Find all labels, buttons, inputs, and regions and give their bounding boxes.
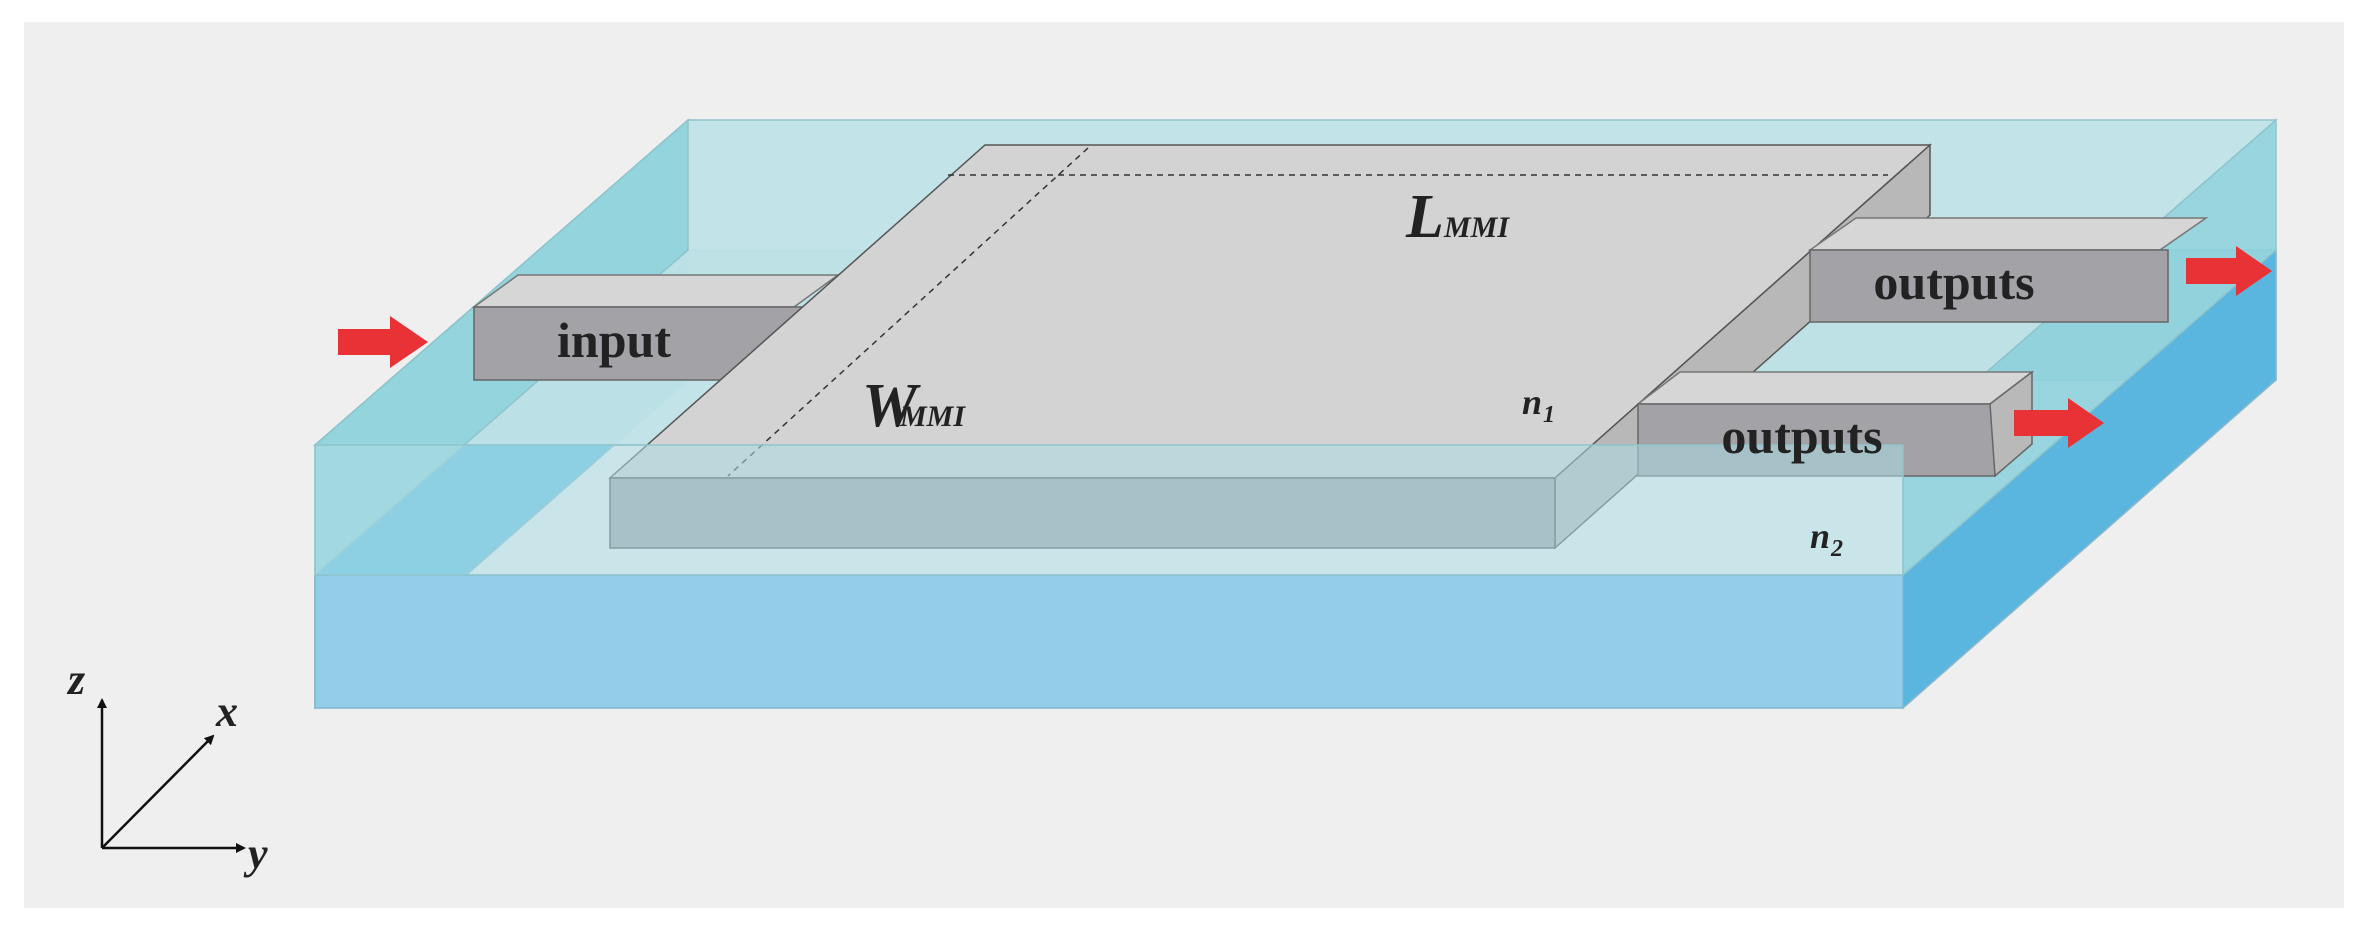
length-label: L [1405,183,1444,251]
output-label-top: outputs [1873,254,2034,310]
input-label: input [557,312,671,368]
input-waveguide-top [471,274,841,308]
output-waveguide-bottom-side [1989,370,2033,478]
z-axis-label: z [66,655,85,704]
output-waveguide-bottom-top [1635,371,2035,405]
width-label: W [862,372,921,440]
core-index-subscript: 1 [1543,402,1555,428]
x-axis-label: x [215,687,238,736]
output-arrow-lower [2014,398,2104,448]
output-label-bottom: outputs [1721,408,1882,464]
x-axis-line [101,734,215,849]
output-waveguide-top-upper-front [1809,249,2169,323]
core-index-label: n [1522,382,1542,422]
length-label-subscript: MMI [1443,211,1510,244]
cladding-front-face [314,444,1904,576]
width-label-subscript: MMI [899,400,966,433]
y-axis-label: y [243,829,268,878]
input-arrow [338,316,428,368]
output-waveguide-top-upper-top [1807,217,2209,251]
substrate-front-face [314,574,1904,709]
cladding-index-subscript: 2 [1830,536,1843,562]
cladding-index-label: n [1810,516,1830,556]
width-dimension-line [727,147,1089,477]
output-arrow-upper [2186,246,2272,296]
